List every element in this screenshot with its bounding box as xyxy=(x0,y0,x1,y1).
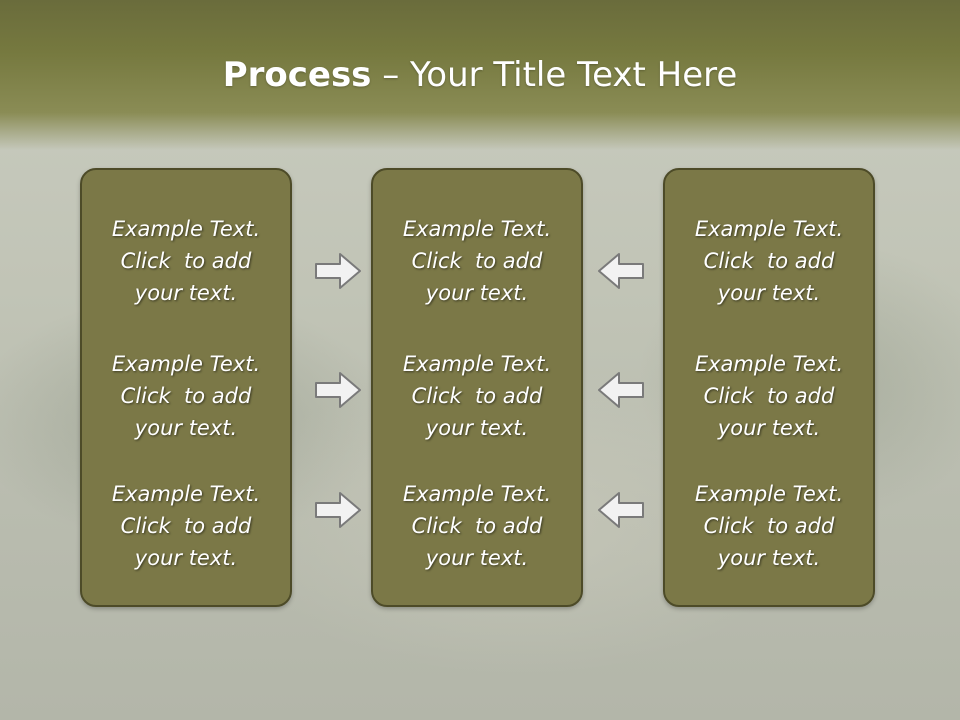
text-line: your text. xyxy=(425,546,529,570)
left-arrow-icon xyxy=(598,253,644,289)
text-line: your text. xyxy=(425,281,529,305)
text-line: Click to add xyxy=(703,384,835,408)
panel-text-block[interactable]: Example Text. Click to add your text. xyxy=(665,348,873,444)
panel-text-block[interactable]: Example Text. Click to add your text. xyxy=(82,478,290,574)
text-line: Example Text. xyxy=(694,217,844,241)
text-line: Click to add xyxy=(411,514,543,538)
text-line: your text. xyxy=(134,281,238,305)
text-line: Click to add xyxy=(703,249,835,273)
text-line: your text. xyxy=(717,416,821,440)
text-line: Click to add xyxy=(411,384,543,408)
process-panel-right[interactable]: Example Text. Click to add your text. Ex… xyxy=(663,168,875,607)
text-line: Example Text. xyxy=(402,217,552,241)
panel-text-block[interactable]: Example Text. Click to add your text. xyxy=(373,478,581,574)
process-panel-left[interactable]: Example Text. Click to add your text. Ex… xyxy=(80,168,292,607)
text-line: Click to add xyxy=(411,249,543,273)
text-line: Click to add xyxy=(120,384,252,408)
text-line: Click to add xyxy=(703,514,835,538)
left-arrow-icon xyxy=(598,492,644,528)
text-line: your text. xyxy=(717,281,821,305)
text-line: Click to add xyxy=(120,514,252,538)
text-line: your text. xyxy=(717,546,821,570)
text-line: Example Text. xyxy=(111,352,261,376)
panel-text-block[interactable]: Example Text. Click to add your text. xyxy=(373,213,581,309)
title-rest: – Your Title Text Here xyxy=(371,55,738,95)
left-arrow-icon xyxy=(598,372,644,408)
panel-text-block[interactable]: Example Text. Click to add your text. xyxy=(82,213,290,309)
text-line: your text. xyxy=(134,416,238,440)
slide-title[interactable]: Process – Your Title Text Here xyxy=(0,52,960,98)
text-line: Example Text. xyxy=(402,482,552,506)
panel-text-block[interactable]: Example Text. Click to add your text. xyxy=(665,213,873,309)
text-line: your text. xyxy=(425,416,529,440)
right-arrow-icon xyxy=(315,492,361,528)
text-line: Example Text. xyxy=(111,482,261,506)
title-band xyxy=(0,0,960,150)
text-line: your text. xyxy=(134,546,238,570)
text-line: Example Text. xyxy=(402,352,552,376)
text-line: Example Text. xyxy=(111,217,261,241)
text-line: Click to add xyxy=(120,249,252,273)
process-panel-center[interactable]: Example Text. Click to add your text. Ex… xyxy=(371,168,583,607)
text-line: Example Text. xyxy=(694,482,844,506)
panel-text-block[interactable]: Example Text. Click to add your text. xyxy=(665,478,873,574)
right-arrow-icon xyxy=(315,253,361,289)
panel-text-block[interactable]: Example Text. Click to add your text. xyxy=(82,348,290,444)
title-bold: Process xyxy=(222,55,372,95)
right-arrow-icon xyxy=(315,372,361,408)
text-line: Example Text. xyxy=(694,352,844,376)
panel-text-block[interactable]: Example Text. Click to add your text. xyxy=(373,348,581,444)
